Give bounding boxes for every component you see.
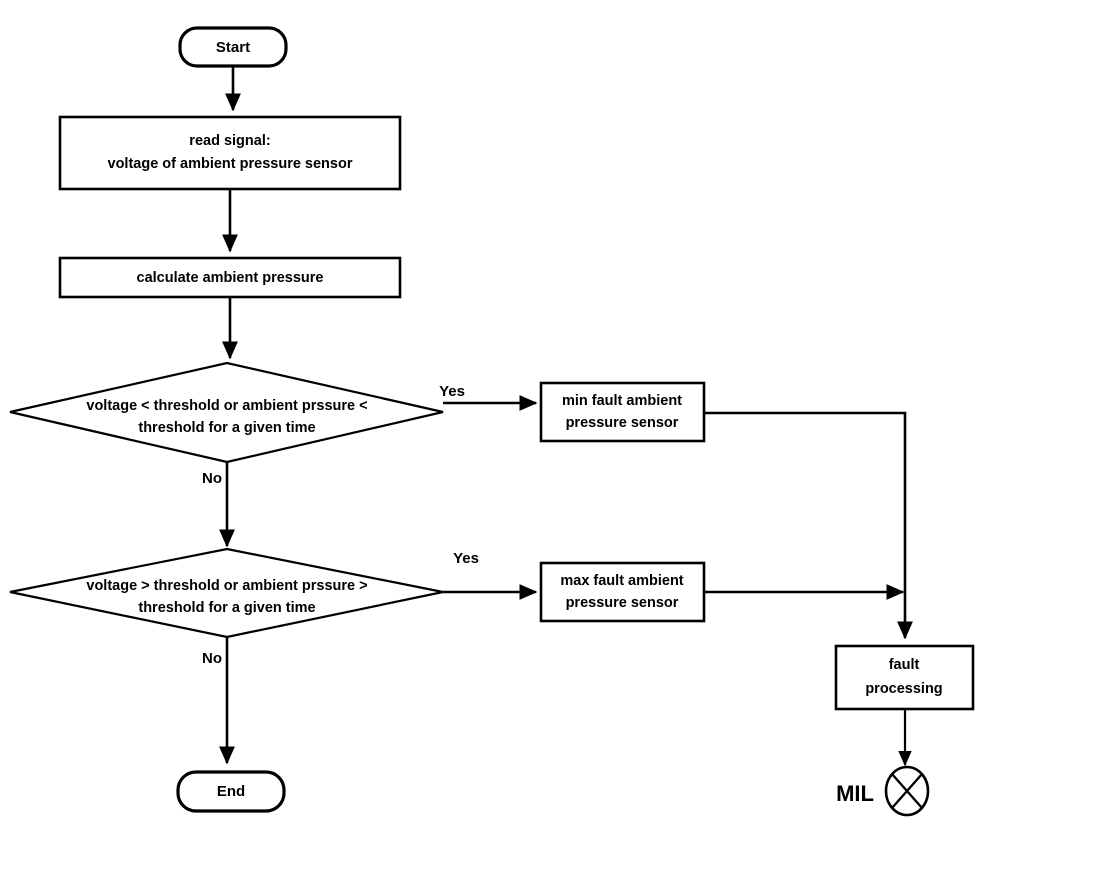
edge-min-fault-to-fault-processing <box>704 411 914 640</box>
node-fault-processing[interactable]: fault processing <box>834 644 975 711</box>
node-calculate[interactable]: calculate ambient pressure <box>58 256 402 299</box>
read-signal-line2: voltage of ambient pressure sensor <box>108 156 353 172</box>
fault-processing-line1: fault <box>889 657 920 673</box>
fault-processing-line2: processing <box>865 681 942 697</box>
node-read-signal[interactable]: read signal: voltage of ambient pressure… <box>58 115 402 191</box>
decision-max-line1: voltage > threshold or ambient prssure > <box>86 578 367 594</box>
min-fault-box <box>539 381 706 443</box>
start-label: Start <box>216 39 250 56</box>
node-end[interactable]: End <box>176 770 286 813</box>
edge-label-min-no: No <box>202 470 222 487</box>
read-signal-line1: read signal: <box>189 133 270 149</box>
end-label: End <box>217 783 245 800</box>
decision-min-line1: voltage < threshold or ambient prssure < <box>86 398 367 414</box>
max-fault-line2: pressure sensor <box>566 595 679 611</box>
edge-label-max-yes: Yes <box>453 550 479 567</box>
edge-label-min-yes: Yes <box>439 383 465 400</box>
decision-min-line2: threshold for a given time <box>138 420 315 436</box>
mil-label: MIL <box>836 781 874 806</box>
decision-min-diamond <box>9 361 444 464</box>
max-fault-box <box>539 561 706 623</box>
circle-cross-icon <box>884 765 930 817</box>
calculate-box <box>58 256 402 299</box>
edge-label-max-no: No <box>202 650 222 667</box>
decision-max-line2: threshold for a given time <box>138 600 315 616</box>
end-terminator-shape <box>176 770 286 813</box>
node-max-fault[interactable]: max fault ambient pressure sensor <box>539 561 706 623</box>
node-min-fault[interactable]: min fault ambient pressure sensor <box>539 381 706 443</box>
node-decision-max[interactable]: voltage > threshold or ambient prssure >… <box>9 547 444 639</box>
mil-cross-line-2 <box>891 773 923 809</box>
calculate-label: calculate ambient pressure <box>137 270 324 286</box>
min-fault-line2: pressure sensor <box>566 415 679 431</box>
fault-processing-box <box>834 644 975 711</box>
read-signal-box <box>58 115 402 191</box>
node-mil[interactable]: MIL <box>836 765 930 817</box>
node-start[interactable]: Start <box>178 26 288 68</box>
min-fault-line1: min fault ambient <box>562 393 682 409</box>
node-decision-min[interactable]: voltage < threshold or ambient prssure <… <box>9 361 444 464</box>
max-fault-line1: max fault ambient <box>560 573 683 589</box>
